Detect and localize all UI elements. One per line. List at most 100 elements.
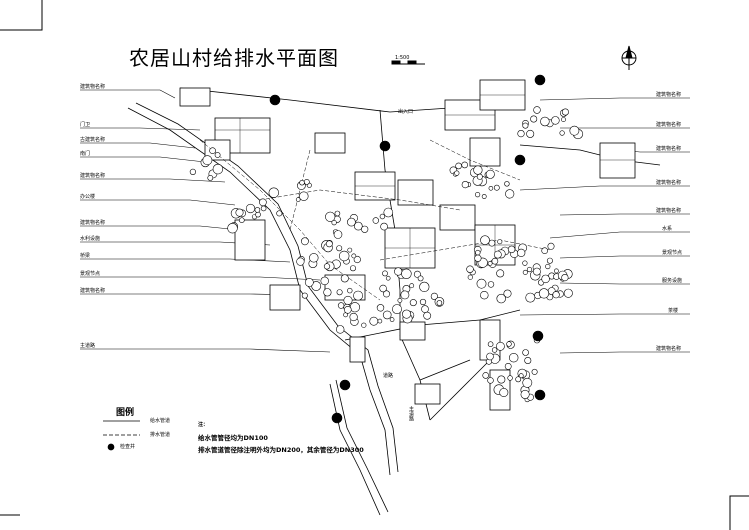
tree-symbol: [423, 311, 432, 320]
tree-symbol: [209, 147, 216, 154]
tree-symbol: [474, 254, 482, 262]
tree-symbol: [336, 325, 345, 334]
tree-symbol: [301, 292, 308, 299]
tree-symbol: [522, 122, 529, 129]
road-label: 主道路: [408, 406, 414, 421]
tree-symbol: [320, 276, 329, 286]
tree-symbol: [202, 155, 213, 166]
tree-symbol: [507, 375, 513, 381]
tree-symbol: [476, 278, 487, 289]
right-label: 水系: [662, 226, 673, 232]
tree-symbol: [551, 116, 560, 125]
tree-symbol: [525, 292, 536, 303]
note-line-2: 排水管道管径除注明外均为DN200，其余管径为DN300: [198, 446, 364, 454]
tree-symbol: [189, 168, 196, 175]
trees: [189, 74, 584, 424]
tree-symbol: [331, 220, 337, 226]
tree-symbol: [336, 245, 343, 252]
tree-symbol: [476, 173, 483, 180]
tree-symbol: [517, 130, 525, 138]
tree-symbol: [239, 217, 245, 223]
tree-symbol: [296, 257, 305, 266]
tree-symbol: [304, 277, 314, 287]
tree-symbol: [485, 169, 495, 179]
buildings: [179, 79, 636, 411]
tree-symbol: [493, 250, 502, 259]
left-label: 景观节点: [80, 271, 101, 277]
tree-symbol: [506, 341, 512, 347]
tree-symbol: [541, 247, 549, 254]
tree-symbol: [323, 288, 332, 297]
tree-symbol: [496, 269, 505, 278]
tree-symbol: [340, 274, 349, 283]
tree-symbol: [486, 352, 494, 361]
tree-symbol: [532, 330, 544, 342]
tree-symbol: [214, 152, 221, 158]
tree-symbol: [481, 194, 487, 199]
tree-symbol: [540, 116, 550, 127]
left-leader-lines: [80, 89, 331, 353]
tree-symbol: [343, 295, 353, 305]
tree-symbol: [505, 189, 515, 199]
tree-symbol: [379, 213, 386, 220]
tree-symbol: [339, 379, 351, 391]
right-label: 建筑物名称: [656, 92, 682, 98]
tree-symbol: [380, 222, 388, 231]
tree-symbol: [497, 239, 503, 245]
building-details: [215, 94, 635, 268]
road-label: 出入口: [398, 109, 414, 115]
tree-symbol: [547, 242, 555, 250]
left-label: 古建筑名称: [80, 137, 106, 143]
road-label: 道路: [383, 373, 394, 379]
tree-symbol: [491, 347, 498, 353]
left-label: 建筑物名称: [80, 220, 106, 226]
tree-symbol: [369, 316, 379, 326]
right-label: 建筑物名称: [656, 180, 682, 186]
notes-heading: 注：: [198, 422, 209, 428]
tree-symbol: [333, 230, 343, 239]
tree-symbol: [493, 184, 500, 191]
tree-symbol: [323, 263, 331, 270]
tree-symbol: [554, 268, 559, 274]
tree-symbol: [382, 290, 390, 298]
tree-symbol: [419, 298, 427, 306]
tree-symbol: [347, 247, 353, 253]
tree-symbol: [517, 248, 526, 257]
tree-symbol: [383, 207, 394, 218]
left-label: 建筑物名称: [80, 173, 106, 179]
tree-symbol: [499, 387, 509, 397]
tree-symbol: [400, 290, 410, 300]
tree-symbol: [504, 362, 512, 370]
tree-symbol: [349, 265, 356, 272]
tree-symbol: [455, 162, 462, 170]
tree-symbol: [361, 322, 367, 328]
tree-symbol: [454, 170, 460, 176]
tree-symbol: [419, 281, 430, 293]
tree-symbol: [299, 180, 305, 186]
tree-symbol: [385, 275, 391, 281]
tree-symbol: [299, 191, 309, 201]
tree-symbol: [475, 192, 481, 198]
legend-symbols: [103, 420, 140, 451]
tree-symbol: [541, 274, 550, 284]
left-label: 门卫: [80, 122, 91, 128]
tree-symbol: [351, 253, 357, 259]
tree-symbol: [526, 266, 533, 273]
tree-symbol: [255, 211, 261, 218]
right-label: 建筑物名称: [656, 146, 682, 152]
tree-symbol: [325, 240, 333, 248]
tree-symbol: [349, 302, 361, 313]
tree-symbol: [520, 389, 530, 399]
tree-symbol: [207, 174, 214, 181]
tree-symbol: [538, 288, 550, 299]
tree-symbol: [526, 129, 535, 138]
tree-symbol: [235, 208, 244, 217]
tree-symbol: [353, 290, 363, 301]
tree-symbol: [276, 210, 283, 217]
tree-symbol: [379, 140, 391, 152]
tree-symbol: [379, 284, 387, 293]
tree-symbol: [347, 217, 356, 227]
tree-symbol: [473, 165, 483, 175]
right-leader-lines: [519, 97, 690, 354]
